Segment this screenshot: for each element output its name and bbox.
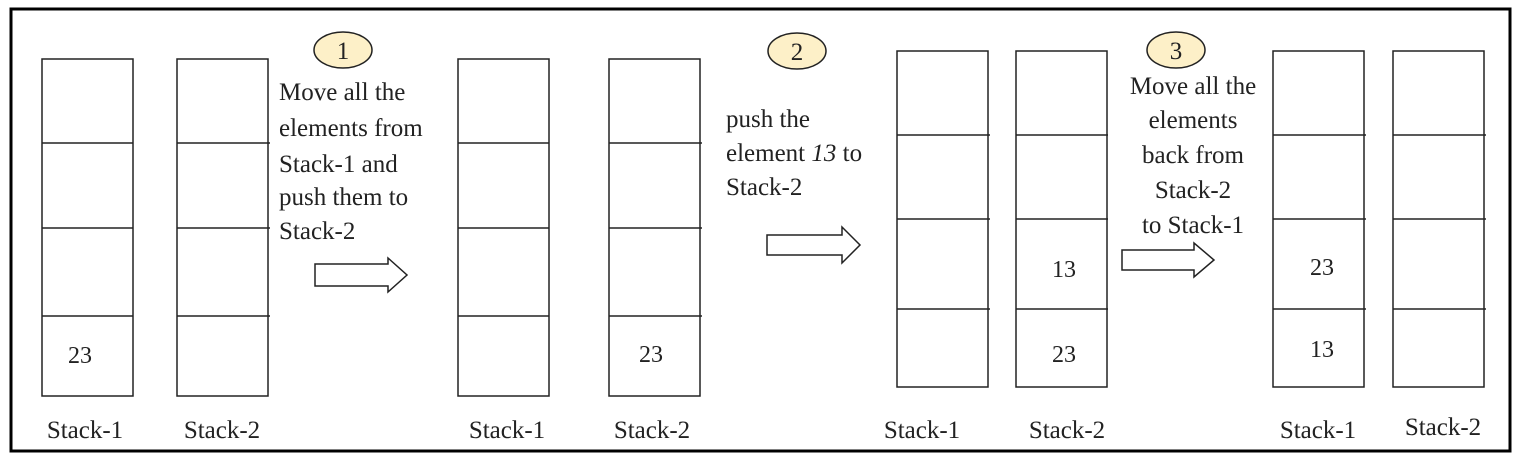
diagram-border — [9, 7, 1512, 453]
stage-4-stack-1: 23 13 Stack-1 — [1272, 50, 1366, 444]
stack-label: Stack-2 — [614, 417, 690, 444]
stack-cell-value: 23 — [639, 342, 663, 368]
stack-label: Stack-2 — [1405, 414, 1481, 441]
step-description-line: Stack-1 and — [279, 151, 398, 178]
step-description-line: Move all the — [279, 79, 405, 106]
stage-3-stack-1: Stack-1 — [884, 50, 990, 444]
step-number-badge — [313, 31, 373, 69]
stage-2-stack-2: 23 Stack-2 — [608, 58, 702, 444]
step-3: 3 Move all the elements back from Stack-… — [1121, 31, 1256, 279]
step-number: 2 — [791, 39, 804, 66]
step-number: 3 — [1170, 38, 1183, 65]
stack-label: Stack-2 — [1029, 417, 1105, 444]
stack-label: Stack-1 — [884, 417, 960, 444]
step-1: 1 Move all the elements from Stack-1 and… — [279, 31, 423, 294]
step-description-line: elements from — [279, 115, 423, 142]
stage-2-stack-1: Stack-1 — [457, 58, 550, 444]
right-arrow-icon — [766, 225, 862, 265]
stack-cell-value: 23 — [1052, 342, 1076, 368]
right-arrow-icon — [314, 256, 409, 294]
stage-4: 23 13 Stack-1 Stack-2 — [1272, 50, 1486, 444]
step-number: 1 — [337, 38, 350, 65]
stack-cell-value: 13 — [1310, 337, 1334, 363]
step-description-line: push them to — [279, 184, 408, 211]
step-description-line: push the — [726, 106, 810, 133]
stack-cell-value: 23 — [68, 343, 92, 369]
step-number-badge — [1146, 31, 1206, 69]
stack-label: Stack-1 — [1280, 417, 1356, 444]
step-description-text: element 13 to — [726, 140, 862, 167]
stack-label: Stack-1 — [469, 417, 545, 444]
step-description-line: Move all the — [1130, 73, 1256, 100]
step-description-line-italic: element 13 to — [726, 140, 862, 167]
stage-4-stack-2: Stack-2 — [1392, 50, 1486, 441]
step-description-line: Stack-2 — [1155, 177, 1231, 204]
right-arrow-icon — [1121, 241, 1216, 279]
step-number-badge — [767, 32, 827, 70]
step-description-line: back from — [1142, 142, 1245, 169]
stage-1-stack-1: 23 Stack-1 — [41, 58, 134, 444]
step-description-line: to Stack-1 — [1142, 212, 1244, 239]
stage-1-stack-2: Stack-2 — [176, 58, 270, 444]
step-description-line: Stack-2 — [726, 174, 802, 201]
step-description-line: elements — [1149, 107, 1238, 134]
stack-label: Stack-1 — [47, 417, 123, 444]
stage-3: Stack-1 13 23 Stack-2 — [884, 50, 1108, 444]
step-2: 2 push the element 13 to Stack-2 — [726, 32, 862, 265]
stage-1: 23 Stack-1 Stack-2 — [41, 58, 270, 444]
stack-label: Stack-2 — [184, 417, 260, 444]
stage-3-stack-2: 13 23 Stack-2 — [1015, 50, 1108, 444]
stage-2: Stack-1 23 Stack-2 — [457, 58, 702, 444]
stack-cell-value: 23 — [1310, 255, 1334, 281]
step-description-line: Stack-2 — [279, 218, 355, 245]
stack-cell-value: 13 — [1052, 257, 1076, 283]
